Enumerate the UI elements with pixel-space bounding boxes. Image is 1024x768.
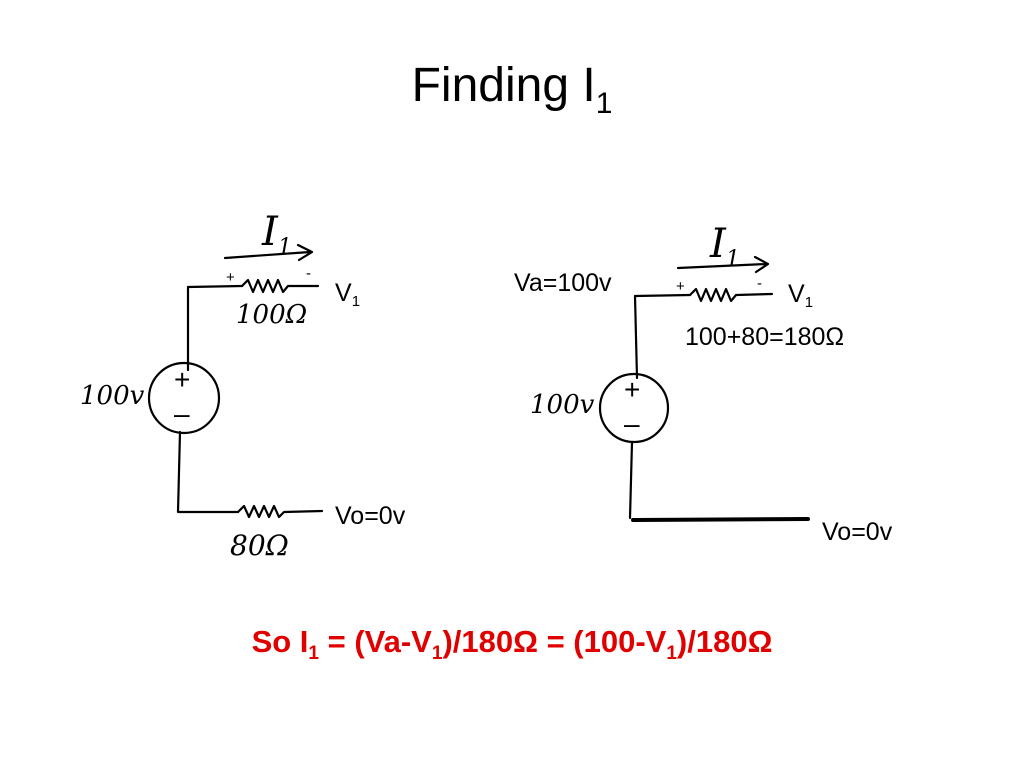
right-current-label: I1	[710, 221, 740, 272]
right-bottom-wire	[628, 440, 634, 520]
right-voltage-source	[598, 372, 670, 444]
right-equivalent-resistance: 100+80=180Ω	[685, 323, 845, 351]
right-current-arrow	[676, 255, 770, 274]
right-minus-sign: -	[757, 275, 762, 292]
left-top-wire	[186, 284, 244, 372]
right-top-resistor	[688, 287, 774, 303]
right-source-plus: +	[624, 374, 641, 405]
title-subscript: 1	[595, 87, 613, 120]
title-text: Finding I	[411, 59, 596, 112]
right-plus-sign: +	[676, 278, 685, 295]
right-node-label: V1	[788, 280, 814, 311]
current-equation: So I1 = (Va-V1)/180Ω = (100-V1)/180Ω	[251, 624, 773, 664]
left-top-resistor-label: 100Ω	[236, 300, 308, 330]
left-node-label: V1	[335, 279, 361, 310]
right-ground-label: Vo=0v	[822, 518, 893, 546]
left-minus-sign: -	[306, 265, 311, 282]
left-bottom-resistor	[236, 504, 324, 519]
left-current-label: I1	[262, 209, 292, 260]
left-bottom-wire	[176, 430, 240, 514]
left-bottom-resistor-label: 80Ω	[230, 529, 289, 562]
left-current-arrow	[223, 243, 314, 262]
left-circuit-wires	[147, 243, 324, 519]
right-source-minus: –	[624, 408, 640, 439]
left-ground-label: Vo=0v	[335, 502, 406, 530]
left-voltage-source	[147, 361, 221, 435]
right-top-wire	[633, 293, 692, 380]
page-title: Finding I1	[0, 59, 1024, 119]
right-va-label: Va=100v	[514, 269, 612, 297]
left-source-plus: +	[174, 364, 191, 395]
right-circuit-wires	[598, 255, 810, 522]
left-source-minus: –	[174, 398, 190, 429]
right-source-value: 100v	[530, 390, 595, 420]
left-source-value: 100v	[80, 381, 145, 411]
left-top-resistor	[240, 278, 320, 294]
left-plus-sign: +	[226, 269, 235, 286]
right-short-circuit	[631, 517, 810, 522]
